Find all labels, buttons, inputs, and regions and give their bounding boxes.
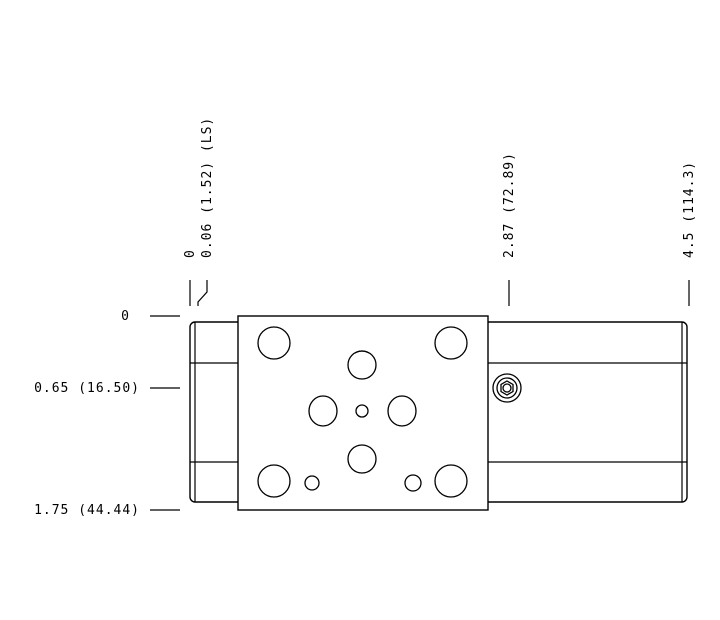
- top-dim-label-2: 2.87 (72.89): [502, 152, 517, 258]
- bolt-hole-bottom-left: [257, 464, 291, 498]
- bolt-hole-top-right: [434, 326, 468, 360]
- left-dim-label-2: 1.75 (44.44): [34, 503, 140, 518]
- top-dim-line-1: [197, 280, 208, 306]
- port-hole-bottom: [347, 444, 377, 474]
- side-plug-inner: [502, 383, 512, 393]
- top-dim-label-3: 4.5 (114.3): [682, 161, 697, 258]
- bolt-hole-top-left: [257, 326, 291, 360]
- bolt-hole-bottom-right: [434, 464, 468, 498]
- port-hole-center: [355, 404, 369, 418]
- left-dim-label-0: 0: [121, 309, 130, 324]
- pin-hole-left: [304, 475, 320, 491]
- top-dim-label-0: 0: [183, 249, 198, 258]
- port-hole-left: [308, 395, 338, 427]
- pin-hole-right: [404, 474, 422, 492]
- port-hole-right: [387, 395, 417, 427]
- top-dim-label-1: 0.06 (1.52) (LS): [200, 117, 215, 258]
- left-dim-label-1: 0.65 (16.50): [34, 381, 140, 396]
- port-hole-top: [347, 350, 377, 380]
- port-hole-top-mark: [354, 350, 370, 354]
